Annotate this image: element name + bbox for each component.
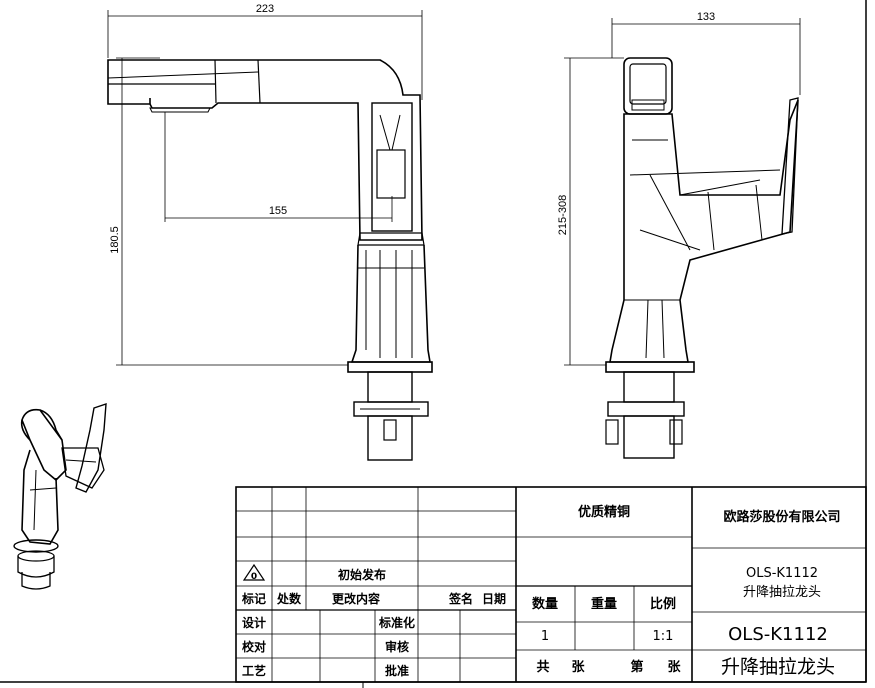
scale-value: 1:1 [653, 629, 674, 644]
total-label: 共 [536, 659, 549, 675]
dim-width-side: 133 [697, 11, 715, 23]
product-name-small: 升降抽拉龙头 [743, 585, 821, 600]
model-small: OLS-K1112 [746, 566, 818, 581]
revision-triangle [242, 563, 266, 581]
dim-height-front: 180.5 [109, 226, 121, 254]
scale-label: 比例 [650, 596, 676, 612]
label-review: 审核 [385, 639, 409, 654]
qty-label: 数量 [532, 596, 558, 612]
label-standard: 标准化 [378, 615, 415, 630]
label-process: 工艺 [242, 663, 266, 678]
front-view [107, 59, 433, 461]
label-design: 设计 [242, 615, 266, 630]
dim-reach: 155 [269, 205, 287, 217]
front-dimension-lines [107, 10, 423, 366]
title-block-grid [235, 486, 867, 683]
revision-mark: 0 [251, 572, 257, 582]
model-large: OLS-K1112 [728, 624, 828, 645]
dim-height-side: 215-308 [557, 195, 569, 235]
sheet-no-label: 第 [630, 659, 643, 675]
dim-width-front: 223 [256, 3, 274, 15]
material-label: 优质精铜 [578, 504, 630, 520]
col-date: 日期 [482, 591, 506, 606]
col-change: 更改内容 [332, 591, 380, 606]
weight-label: 重量 [591, 596, 617, 612]
col-count: 处数 [276, 591, 302, 606]
release-note: 初始发布 [338, 567, 386, 582]
company-name: 欧路莎股份有限公司 [723, 509, 840, 525]
col-sign: 签名 [448, 591, 473, 606]
side-dimension-lines [564, 18, 801, 366]
label-check: 校对 [242, 639, 266, 654]
qty-value: 1 [541, 629, 549, 644]
col-mark: 标记 [241, 591, 266, 606]
isometric-view [13, 403, 107, 590]
sheet-label: 张 [667, 660, 681, 675]
side-view [605, 57, 799, 459]
label-approve: 批准 [385, 663, 409, 678]
sheets-label: 张 [571, 660, 585, 675]
product-name-large: 升降抽拉龙头 [721, 656, 835, 678]
